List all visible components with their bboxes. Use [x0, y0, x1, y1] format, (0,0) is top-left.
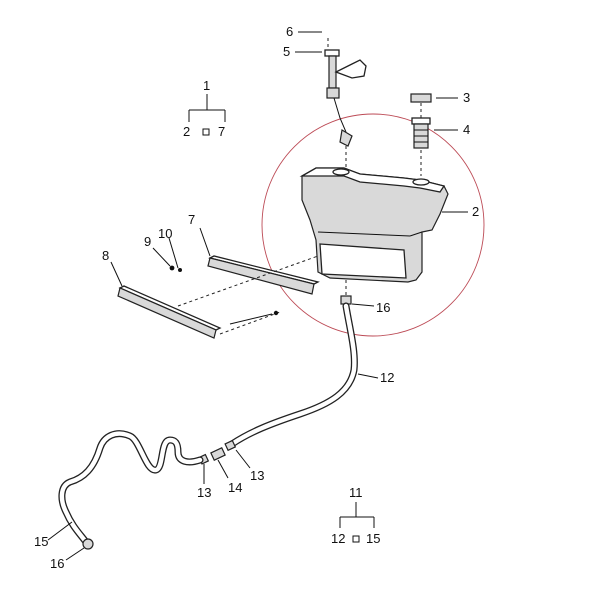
highlight-circle	[261, 113, 485, 337]
group-bracket-11	[339, 502, 375, 543]
filler-strainer	[411, 117, 431, 176]
callout-1: 1	[203, 78, 210, 93]
fuel-line	[228, 302, 358, 448]
callout-7: 7	[188, 212, 195, 227]
callout-8: 8	[102, 248, 109, 263]
group-bracket-1	[188, 94, 226, 136]
callout-13-left: 13	[197, 485, 211, 500]
callout-16-bottom: 16	[50, 556, 64, 571]
callout-9: 9	[144, 234, 151, 249]
callout-11-left: 12	[331, 531, 345, 546]
callout-2: 2	[472, 204, 479, 219]
callout-3: 3	[463, 90, 470, 105]
sender-assembly	[324, 38, 367, 168]
inline-filter	[210, 447, 226, 461]
callout-1-left: 2	[183, 124, 190, 139]
fuel-tank	[299, 167, 449, 296]
callout-16-top: 16	[376, 300, 390, 315]
bolt-assembly	[169, 265, 279, 325]
callout-11-right: 15	[366, 531, 380, 546]
mount-strap-7	[207, 255, 320, 295]
callout-4: 4	[463, 122, 470, 137]
inline-clamp-upper	[224, 439, 237, 452]
callout-6: 6	[286, 24, 293, 39]
callout-15: 15	[34, 534, 48, 549]
mount-frame-8	[117, 255, 319, 339]
filler-cap	[410, 93, 432, 118]
callout-12: 12	[380, 370, 394, 385]
callout-1-right: 7	[218, 124, 225, 139]
callout-13-right: 13	[250, 468, 264, 483]
return-hose	[58, 430, 204, 550]
callout-11: 11	[349, 485, 363, 500]
callout-14: 14	[228, 480, 242, 495]
callout-5: 5	[283, 44, 290, 59]
callout-10: 10	[158, 226, 172, 241]
